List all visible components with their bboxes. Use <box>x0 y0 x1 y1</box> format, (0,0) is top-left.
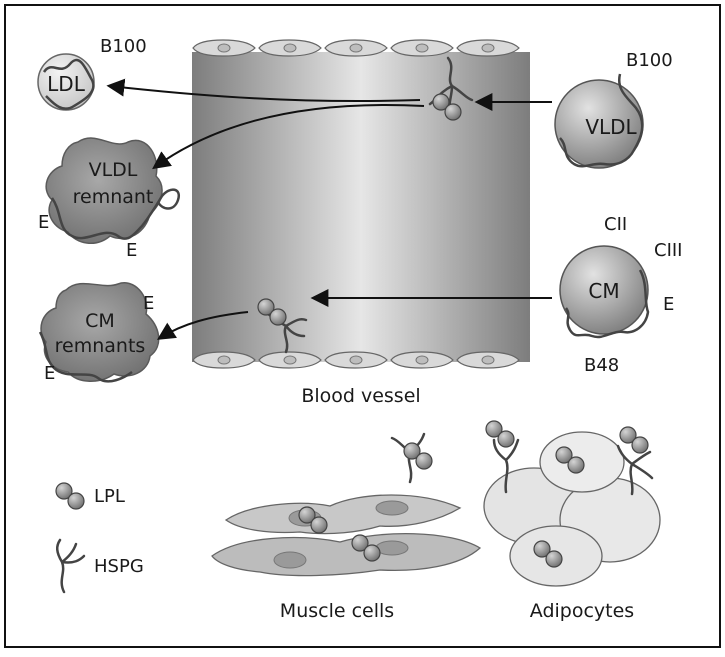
cm-ciii-label: CIII <box>654 240 683 261</box>
cm-label: CM <box>588 279 619 303</box>
cm-remnants: CM remnants E E <box>38 282 160 384</box>
vldl-remnant-e1-label: E <box>38 212 49 233</box>
cm-b48-label: B48 <box>584 355 619 376</box>
vldl-remnant: VLDL remnant E E <box>38 137 181 261</box>
arrow-to-vldl-remnant <box>152 103 425 170</box>
vldl-particle: VLDL B100 <box>554 50 673 169</box>
arrow-to-ldl <box>106 78 421 103</box>
vldl-remnant-label-line2: remnant <box>73 186 154 208</box>
cm-remnants-e2-label: E <box>44 363 55 384</box>
blood-vessel: Blood vessel <box>192 39 530 407</box>
lpl-hspg-top <box>428 56 474 121</box>
ldl-label: LDL <box>47 72 86 96</box>
vldl-label: VLDL <box>585 115 637 139</box>
endothelium-bottom <box>192 351 520 369</box>
cm-remnants-e1-label: E <box>143 293 154 314</box>
legend-hspg-icon <box>56 538 86 594</box>
ldl-apo-label: B100 <box>100 36 147 57</box>
adipocytes-label: Adipocytes <box>530 600 634 622</box>
legend-lpl-label: LPL <box>94 486 125 507</box>
vldl-remnant-e2-label: E <box>126 240 137 261</box>
endothelium-top <box>192 39 520 57</box>
arrows <box>106 78 552 340</box>
blood-vessel-label: Blood vessel <box>301 385 420 407</box>
cm-cii-label: CII <box>604 214 627 235</box>
adipocytes: Adipocytes <box>483 420 661 622</box>
cm-e-label: E <box>663 294 674 315</box>
muscle-cells-label: Muscle cells <box>280 600 394 622</box>
cm-remnants-label-line1: CM <box>85 310 115 332</box>
vldl-remnant-label-line1: VLDL <box>89 159 138 181</box>
lpl-hspg-bottom <box>257 298 308 354</box>
vldl-apo-label: B100 <box>626 50 673 71</box>
vessel-lumen <box>192 52 530 362</box>
muscle-cells: Muscle cells <box>211 432 482 622</box>
legend-hspg-label: HSPG <box>94 556 144 577</box>
cm-remnants-label-line2: remnants <box>55 335 146 357</box>
legend: LPL HSPG <box>55 482 144 594</box>
chylomicron-particle: CM CII CIII E B48 <box>559 214 683 376</box>
arrow-to-cm-remnants <box>156 311 249 340</box>
ldl-particle: LDL B100 <box>37 36 147 111</box>
